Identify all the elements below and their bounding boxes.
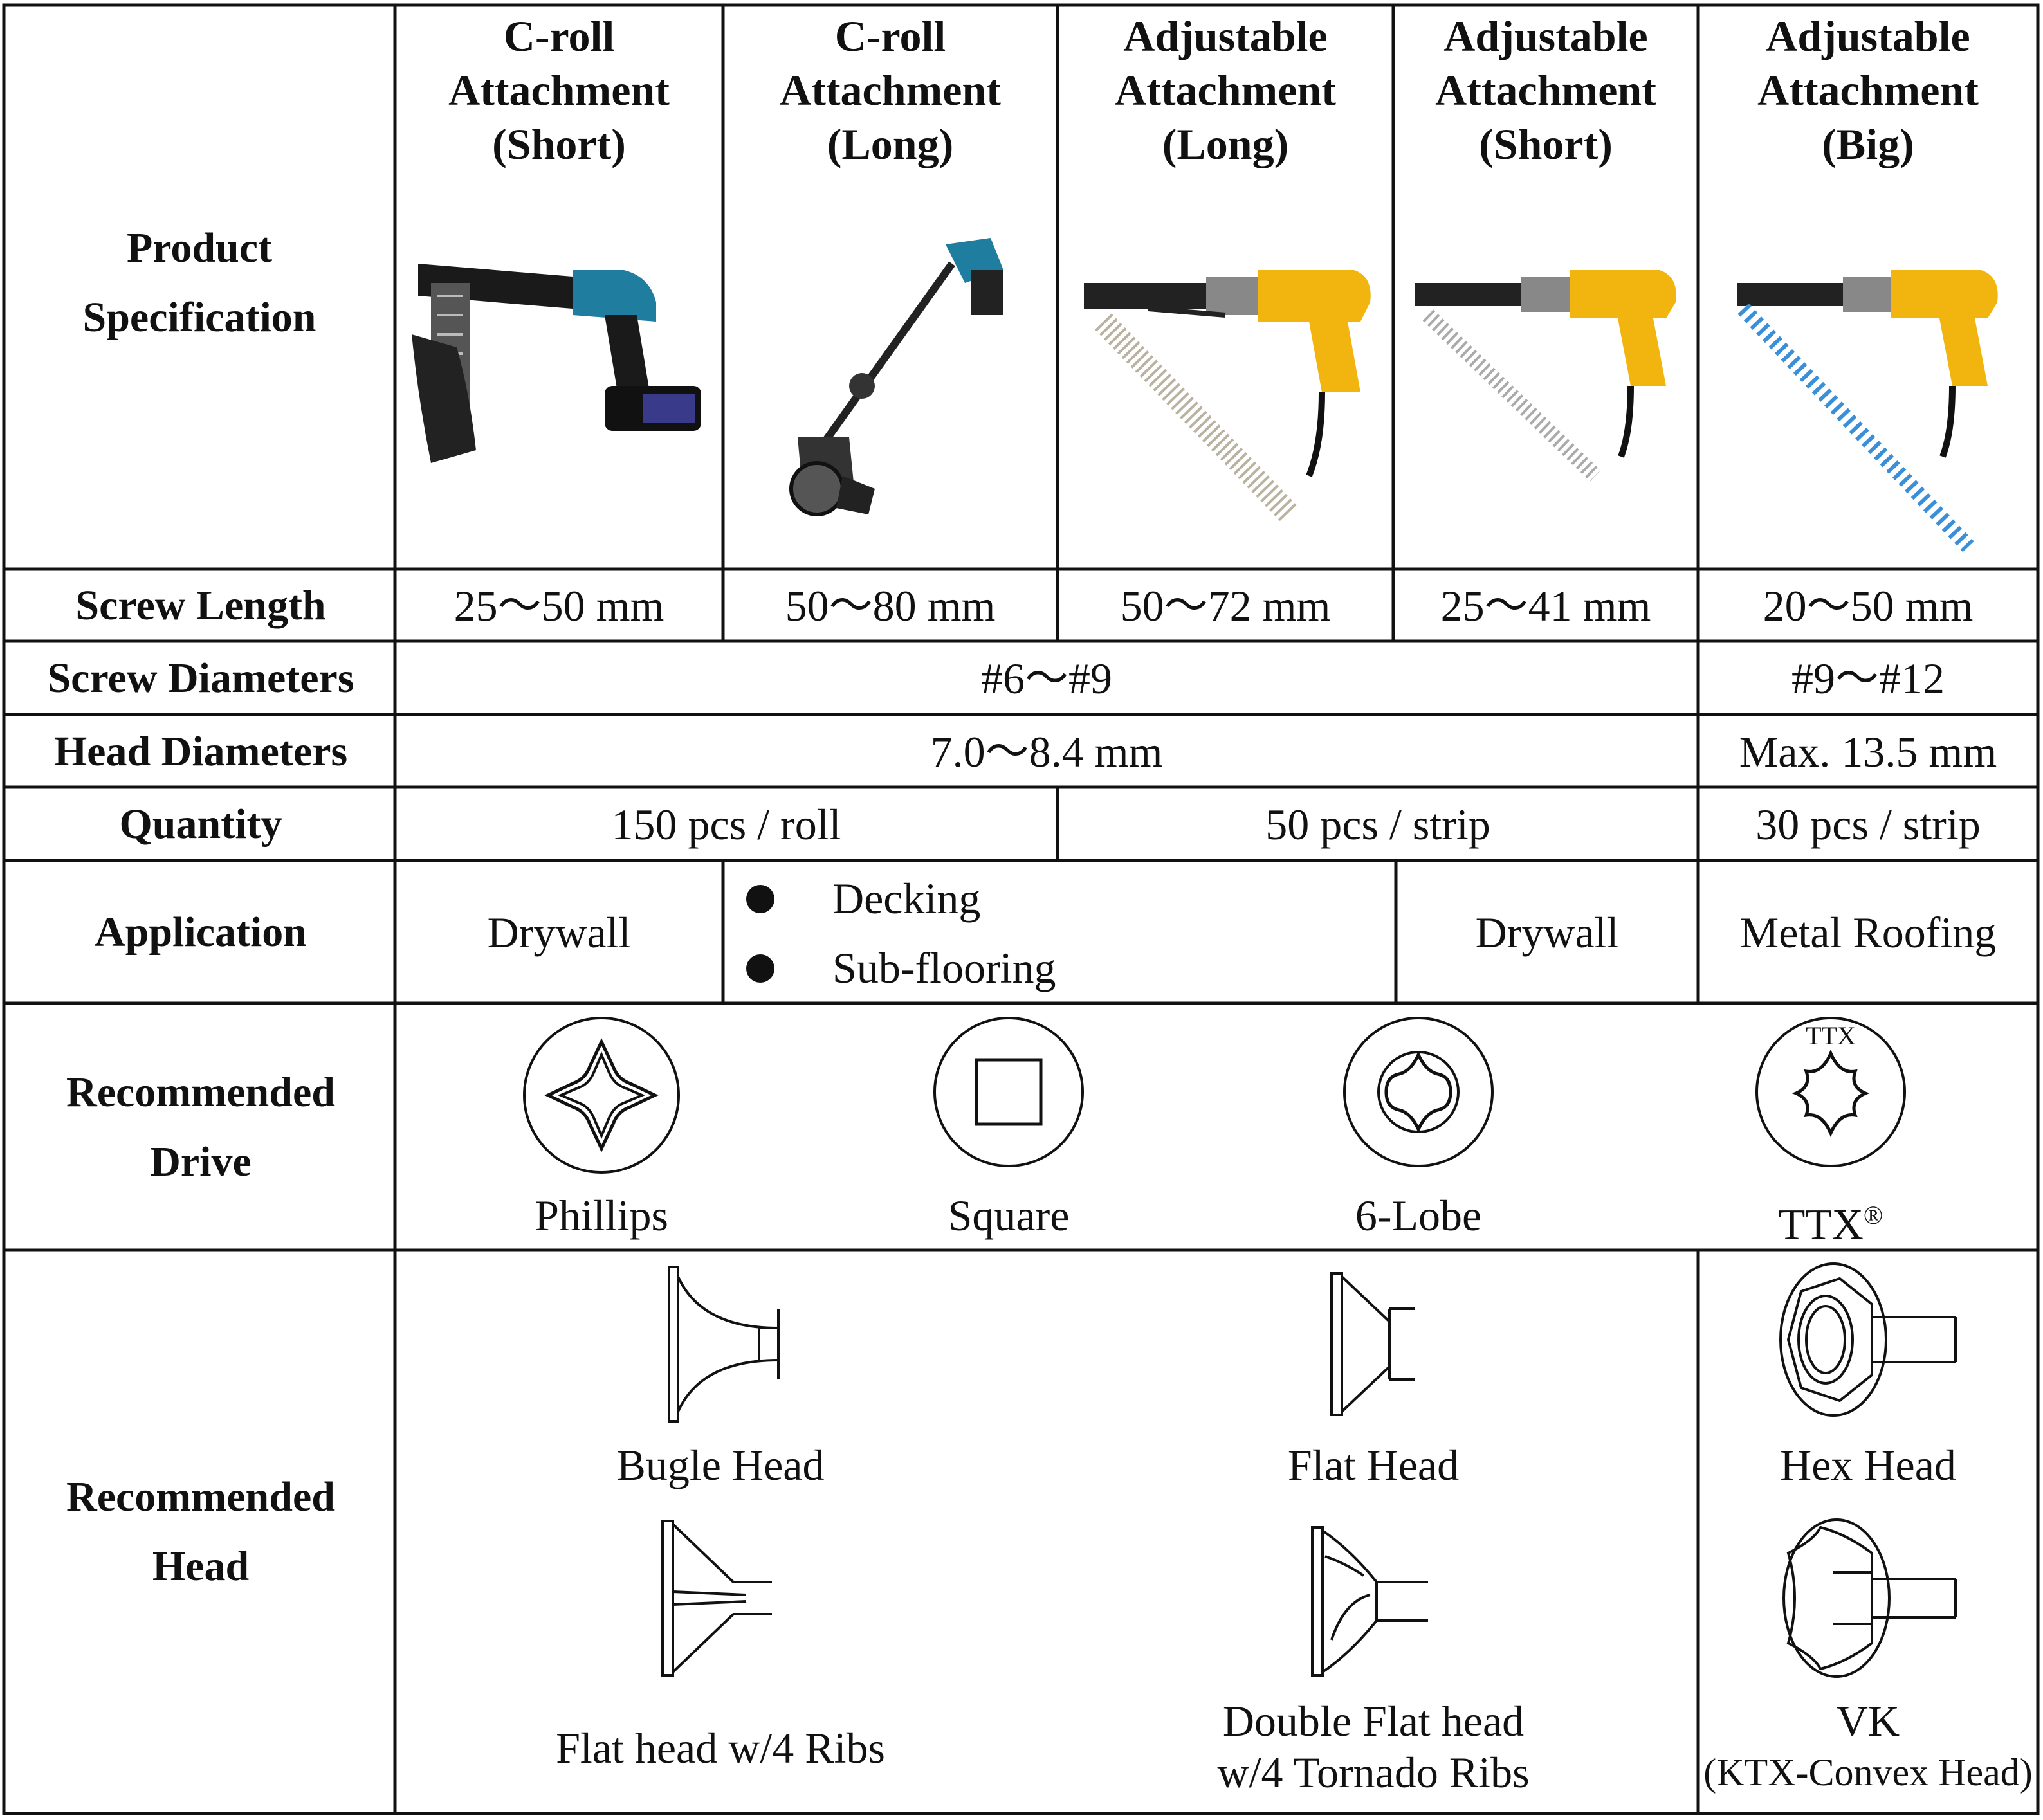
row-label-recommended-drive: Recommended Drive — [6, 1005, 395, 1250]
column-header-croll-long: C-roll Attachment (Long) — [723, 6, 1058, 174]
phillips-drive-icon — [523, 1017, 680, 1174]
header-line: Attachment — [780, 66, 1001, 114]
header-line: Attachment — [448, 66, 670, 114]
head-label-vk: VK (KTX-Convex Head) — [1698, 1695, 2038, 1798]
column-header-adjustable-short: Adjustable Attachment (Short) — [1393, 6, 1698, 174]
application-big: Metal Roofing — [1739, 908, 1997, 957]
header-line: (Short) — [492, 120, 626, 168]
label-line: Drive — [150, 1138, 252, 1185]
label-line: Recommended — [66, 1069, 335, 1116]
row-label-application: Application — [94, 909, 307, 956]
bullet-icon — [746, 884, 774, 913]
header-line: C-roll — [503, 12, 615, 60]
quantity-adjustable: 50 pcs / strip — [1265, 800, 1490, 849]
flat-head-icon — [1330, 1272, 1415, 1416]
row-label-screw-length: Screw Length — [75, 582, 326, 629]
ttx-drive-icon: TTX — [1755, 1017, 1906, 1167]
head-label-line: w/4 Tornado Ribs — [1217, 1748, 1530, 1797]
yellow-screwdriver-short-strip-image — [1415, 270, 1676, 482]
head-diameters-main: 7.0～8.4 mm — [930, 727, 1163, 776]
application-croll-short: Drywall — [487, 908, 631, 957]
corner-label: Product Specification — [6, 212, 392, 354]
quantity-croll: 150 pcs / roll — [611, 800, 841, 849]
flat-head-ribs-icon — [661, 1520, 772, 1677]
column-header-croll-short: C-roll Attachment (Short) — [395, 6, 723, 174]
square-drive-icon — [933, 1017, 1084, 1167]
screw-diameters-big: #9～#12 — [1791, 654, 1945, 703]
screw-length-adjustable-long: 50～72 mm — [1120, 581, 1331, 630]
hex-head-icon — [1779, 1262, 1957, 1417]
column-header-adjustable-long: Adjustable Attachment (Long) — [1058, 6, 1393, 174]
screw-length-adjustable-short: 25～41 mm — [1440, 581, 1651, 630]
bullet-text: Decking — [832, 874, 981, 923]
ttx-name: TTX — [1778, 1199, 1864, 1249]
header-line: (Short) — [1479, 120, 1613, 168]
label-line: Recommended — [66, 1473, 335, 1520]
row-label-screw-diameters: Screw Diameters — [47, 655, 354, 702]
head-diameters-big: Max. 13.5 mm — [1739, 727, 1997, 776]
head-label-flat-ribs: Flat head w/4 Ribs — [556, 1724, 885, 1772]
drive-label-square: Square — [948, 1191, 1070, 1240]
drive-label-phillips: Phillips — [535, 1191, 668, 1240]
head-label-hex: Hex Head — [1780, 1441, 1956, 1489]
bullet-icon — [746, 954, 774, 983]
header-line: (Long) — [1162, 120, 1289, 168]
header-line: Attachment — [1115, 66, 1336, 114]
application-bullet-list: Decking Sub-flooring — [746, 868, 1325, 997]
corner-label-text: Product Specification — [82, 224, 316, 341]
header-line: Adjustable — [1123, 12, 1328, 60]
header-line: (Big) — [1822, 120, 1914, 168]
registered-mark: ® — [1863, 1201, 1883, 1230]
screw-length-adjustable-big: 20～50 mm — [1763, 581, 1974, 630]
head-label-line: VK — [1836, 1697, 1900, 1745]
six-lobe-drive-icon — [1343, 1017, 1494, 1167]
screw-length-croll-short: 25～50 mm — [453, 581, 664, 630]
header-line: Adjustable — [1443, 12, 1648, 60]
header-line: Adjustable — [1766, 12, 1970, 60]
head-label-line: Double Flat head — [1222, 1697, 1525, 1745]
header-line: Attachment — [1435, 66, 1656, 114]
head-label-bugle: Bugle Head — [616, 1441, 825, 1489]
bullet-text: Sub-flooring — [832, 943, 1056, 992]
head-label-double-flat: Double Flat head w/4 Tornado Ribs — [1158, 1695, 1589, 1798]
list-item: Sub-flooring — [746, 943, 1056, 994]
double-flat-head-icon — [1311, 1526, 1428, 1677]
drive-label-ttx: TTX® — [1702, 1190, 1959, 1250]
yellow-screwdriver-long-strip-image — [1084, 270, 1371, 523]
row-label-recommended-head: Recommended Head — [6, 1251, 395, 1812]
screw-diameters-main: #6～#9 — [980, 654, 1112, 703]
vk-head-icon — [1782, 1518, 1957, 1678]
list-item: Decking — [746, 873, 980, 924]
application-adjustable-short: Drywall — [1475, 908, 1619, 957]
header-line: (Long) — [827, 120, 954, 168]
ttx-mark-text: TTX — [1806, 1021, 1856, 1050]
quantity-big: 30 pcs / strip — [1755, 800, 1981, 849]
head-label-line: (KTX-Convex Head) — [1703, 1751, 2033, 1794]
bugle-head-icon — [668, 1266, 780, 1423]
column-header-adjustable-big: Adjustable Attachment (Big) — [1698, 6, 2038, 174]
head-label-flat: Flat Head — [1287, 1441, 1460, 1489]
cordless-screwdriver-croll-short-image — [412, 264, 701, 463]
yellow-screwdriver-blue-strip-image — [1737, 270, 1998, 552]
screw-length-croll-long: 50～80 mm — [785, 581, 996, 630]
row-label-quantity: Quantity — [119, 801, 282, 848]
cordless-screwdriver-croll-long-image — [789, 238, 1003, 516]
drive-label-six-lobe: 6-Lobe — [1355, 1191, 1482, 1240]
row-label-head-diameters: Head Diameters — [53, 727, 348, 775]
label-line: Head — [152, 1543, 250, 1590]
header-line: C-roll — [834, 12, 946, 60]
header-line: Attachment — [1757, 66, 1979, 114]
